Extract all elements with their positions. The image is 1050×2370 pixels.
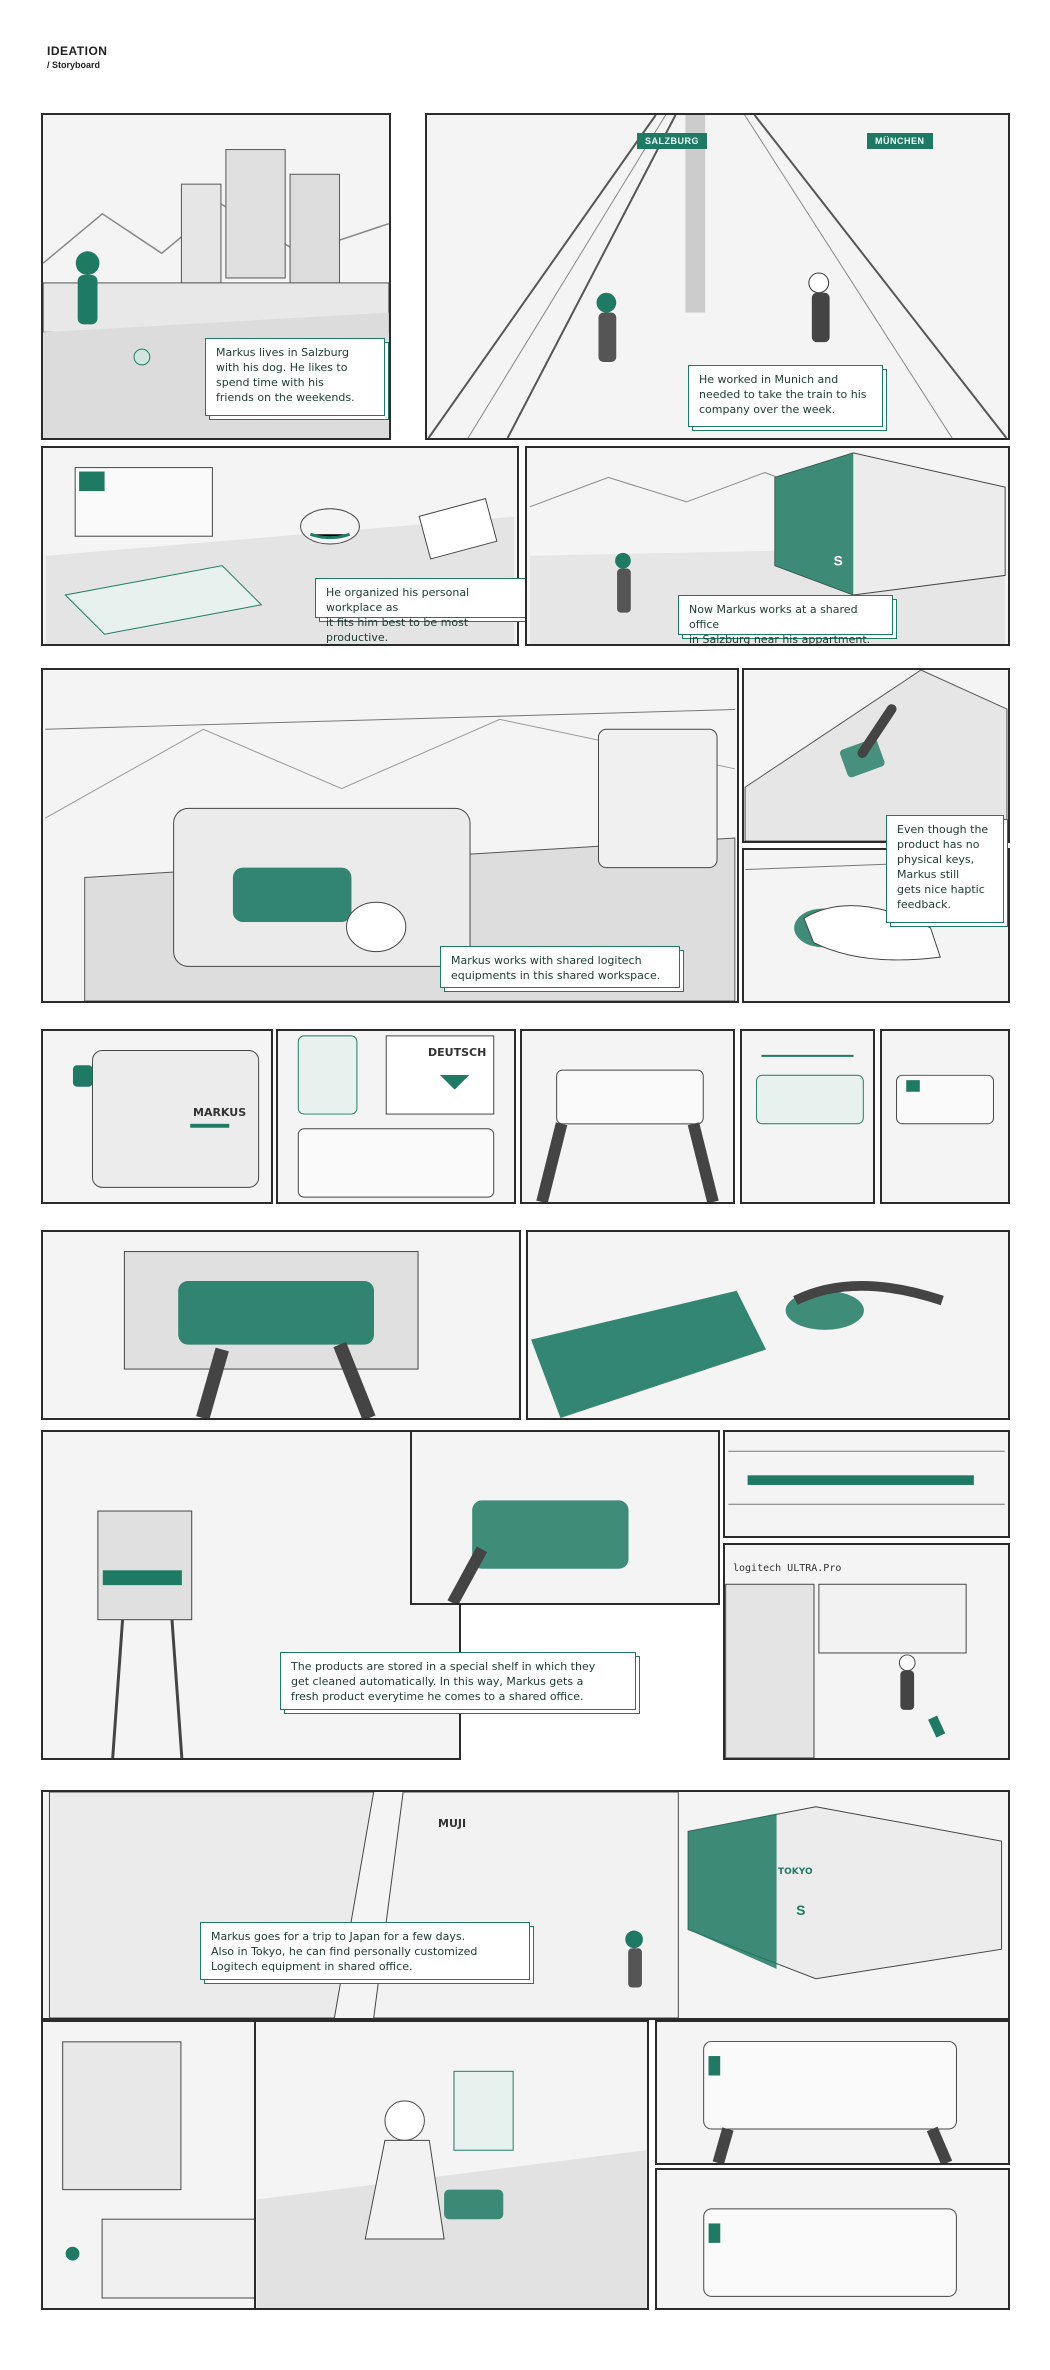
sketch-storage-person <box>725 1583 967 1758</box>
sketch-keyboard-keys <box>896 1074 994 1125</box>
caption-haptic-feedback: Even though the product has no physical … <box>886 815 1004 923</box>
sketch-hands-typing <box>536 1069 719 1202</box>
caption-japan-trip: Markus goes for a trip to Japan for a fe… <box>200 1922 530 1980</box>
caption-shared-office: Now Markus works at a shared office in S… <box>678 595 893 646</box>
shelf-label: logitech ULTRA.Pro <box>733 1563 842 1574</box>
panel-store-shelf: logitech ULTRA.Pro <box>723 1543 1010 1760</box>
panel-typing <box>520 1029 735 1204</box>
panel-shelf-hand <box>410 1430 720 1605</box>
sketch-settings-keyboard <box>297 1035 495 1198</box>
sketch-japanese-keyboard-a <box>703 2040 957 2163</box>
sketch-green-keyboard <box>123 1251 419 1418</box>
sketch-tokyo-street: S <box>48 1792 1003 2018</box>
panel-tokyo-street: S MUJI TOKYO <box>41 1790 1010 2020</box>
sketch-curved-keyboard <box>531 1281 944 1418</box>
panel-green-keyboard <box>41 1230 521 1420</box>
panel-tokyo-workstation <box>254 2020 649 2310</box>
header-subtitle: / Storyboard <box>47 60 101 70</box>
sketch-personal-device <box>72 1050 260 1188</box>
panel-japanese-keyboard-2 <box>655 2168 1010 2310</box>
caption-cleaning-shelf: The products are stored in a special she… <box>280 1652 636 1710</box>
markus-label: MARKUS <box>193 1106 247 1119</box>
sign-munchen: MÜNCHEN <box>867 133 933 149</box>
panel-shared-workspace <box>41 668 739 1003</box>
sketch-keyboard-arrows <box>756 1054 864 1125</box>
svg-text:S: S <box>796 1903 805 1918</box>
panel-japanese-keyboard-1 <box>655 2020 1010 2165</box>
sketch-shelf-top <box>728 1450 1005 1505</box>
caption-logitech-equipment: Markus works with shared logitech equipm… <box>440 946 680 988</box>
tokyo-sign: TOKYO <box>778 1867 813 1877</box>
panel-resize-keyboard <box>740 1029 875 1204</box>
caption-salzburg: Markus lives in Salzburg with his dog. H… <box>205 338 385 416</box>
muji-sign: MUJI <box>438 1817 467 1830</box>
panel-keyboard-variant <box>880 1029 1010 1204</box>
sketch-cafe-interior <box>62 2041 280 2299</box>
sketch-japanese-keyboard-b <box>703 2208 957 2297</box>
caption-personal-workplace: He organized his personal workplace as i… <box>315 578 530 644</box>
panel-haptic-press <box>742 668 1010 843</box>
panel-keyboard-mouse <box>526 1230 1010 1420</box>
language-label: DEUTSCH <box>428 1046 487 1059</box>
panel-cleaning-shelf <box>723 1430 1010 1538</box>
panel-markus-device: MARKUS <box>41 1029 273 1204</box>
svg-text:S: S <box>834 554 843 569</box>
panel-carry-products <box>41 1430 461 1760</box>
panel-language-setting: DEUTSCH <box>276 1029 516 1204</box>
sketch-person-at-desk <box>256 2070 647 2308</box>
sketch-shelf-pull <box>447 1500 629 1603</box>
sketch-finger-press <box>744 670 1008 841</box>
sign-salzburg: SALZBURG <box>637 133 707 149</box>
caption-munich: He worked in Munich and needed to take t… <box>688 365 883 427</box>
header-title: IDEATION <box>47 44 108 58</box>
